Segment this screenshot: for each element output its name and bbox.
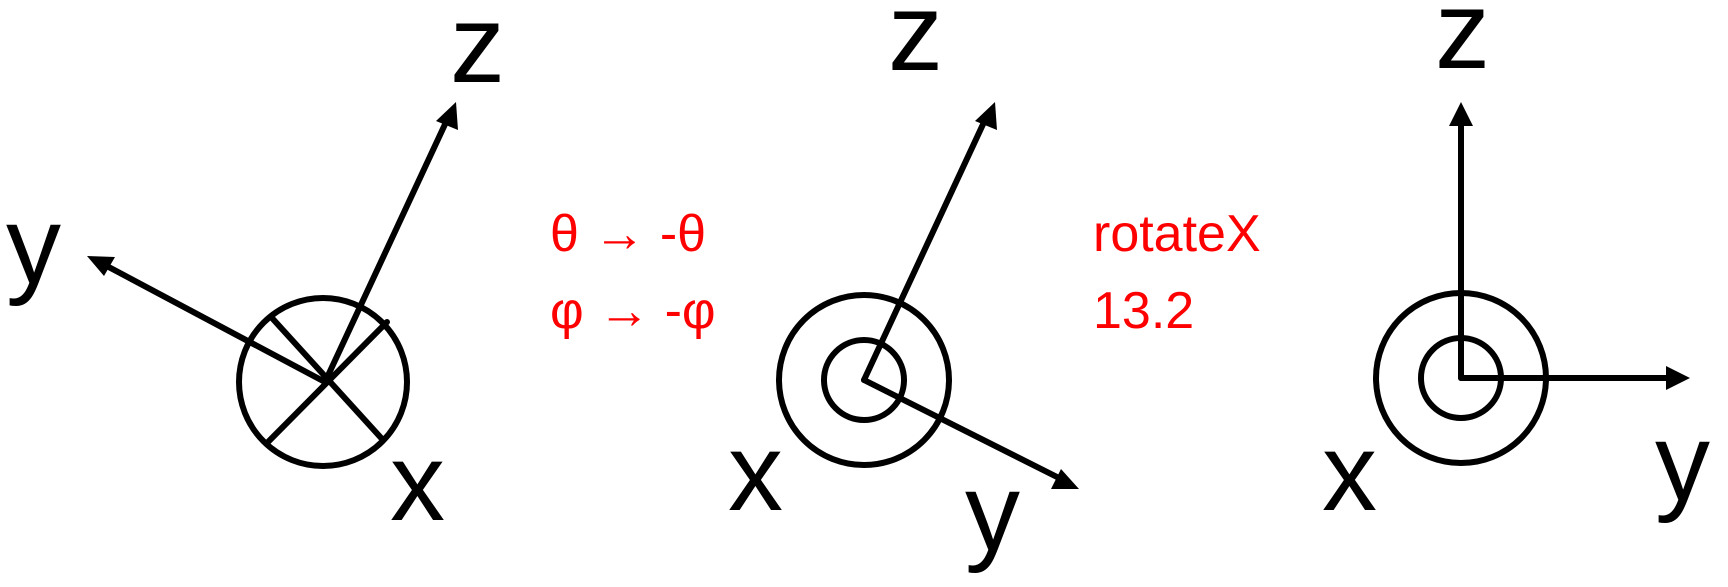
y-axis-arrowhead [1051, 469, 1079, 489]
y-axis-line [861, 377, 1066, 483]
x-axis-into-page-circle [236, 295, 410, 469]
panel-right: z x y [1322, 0, 1710, 534]
y-axis-arrowhead [87, 256, 115, 276]
x-axis-out-of-page-outer-circle [776, 292, 952, 468]
panel-middle: z x y [728, 0, 1079, 574]
note-left: θ → -θ φ → -φ [550, 205, 716, 340]
y-axis-arrowhead [1666, 366, 1690, 390]
z-axis-line [861, 117, 988, 383]
panel-left: z y x [6, 0, 505, 544]
rotate-x-angle-value: 13.2 [1093, 282, 1194, 340]
rotate-x-note: rotateX [1093, 205, 1261, 263]
x-axis-label: x [728, 411, 783, 534]
y-axis-label: y [6, 184, 61, 307]
z-axis-label: z [450, 0, 505, 106]
z-axis-label: z [1435, 0, 1490, 92]
y-axis-label: y [1655, 401, 1710, 524]
x-axis-label: x [390, 421, 445, 544]
z-axis-line [322, 117, 450, 385]
z-axis-label: z [888, 0, 943, 94]
y-axis-line [100, 261, 328, 385]
z-axis-arrowhead [975, 102, 997, 130]
z-axis-arrowhead [436, 102, 458, 130]
z-axis-arrowhead [1449, 102, 1473, 126]
x-axis-label: x [1322, 411, 1377, 534]
x-axis-out-of-page-inner-circle [821, 337, 907, 423]
y-axis-label: y [965, 451, 1020, 574]
phi-sign-flip-note: φ → -φ [550, 282, 716, 340]
note-right: rotateX 13.2 [1093, 205, 1261, 340]
theta-sign-flip-note: θ → -θ [550, 205, 706, 263]
